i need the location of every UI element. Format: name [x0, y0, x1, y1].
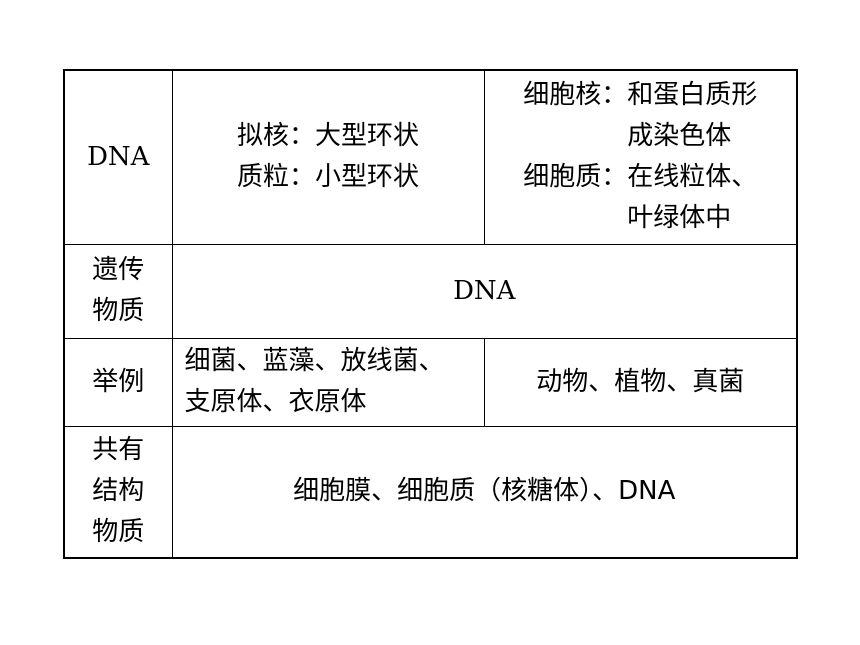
cell-line: 和蛋白质形 — [627, 80, 758, 111]
cell-genetic-material: DNA — [171, 243, 798, 339]
table-row-common-structures: 共有 结构 物质 细胞膜、细胞质（核糖体）、DNA — [63, 425, 798, 559]
cell-line: 支原体、衣原体 — [184, 387, 367, 417]
cell-line: 叶绿体中 — [627, 203, 732, 234]
cell-dna-prokaryote: 拟核：大型环状 质粒：小型环状 — [171, 69, 485, 245]
table-row-dna: DNA 拟核：大型环状 质粒：小型环状 细胞核： 和蛋白质形 成染色体 细胞质： — [63, 69, 798, 245]
cell-common-structures: 细胞膜、细胞质（核糖体）、DNA — [171, 425, 798, 559]
cell-key: 细胞质： — [523, 162, 628, 193]
cell-line: 细菌、蓝藻、放线菌、 — [184, 346, 445, 376]
cell-line: 拟核：大型环状 — [236, 121, 419, 152]
comparison-table: DNA 拟核：大型环状 质粒：小型环状 细胞核： 和蛋白质形 成染色体 细胞质： — [63, 69, 798, 559]
cell-key: 细胞核： — [523, 80, 628, 111]
table-row-genetic-material: 遗传 物质 DNA — [63, 243, 798, 339]
cell-line: 在线粒体、 — [627, 162, 758, 193]
cell-examples-prokaryote: 细菌、蓝藻、放线菌、 支原体、衣原体 — [171, 337, 485, 427]
row-label-common-structures: 共有 结构 物质 — [63, 425, 173, 559]
row-label-genetic-material: 遗传 物质 — [63, 243, 173, 339]
cell-examples-eukaryote: 动物、植物、真菌 — [483, 337, 798, 427]
row-label-examples: 举例 — [63, 337, 173, 427]
cell-line: 质粒：小型环状 — [236, 162, 419, 193]
cell-line: 成染色体 — [627, 121, 732, 152]
cell-dna-eukaryote: 细胞核： 和蛋白质形 成染色体 细胞质： 在线粒体、 叶绿体中 — [483, 69, 798, 245]
table-row-examples: 举例 细菌、蓝藻、放线菌、 支原体、衣原体 动物、植物、真菌 — [63, 337, 798, 427]
row-label-dna: DNA — [63, 69, 173, 245]
